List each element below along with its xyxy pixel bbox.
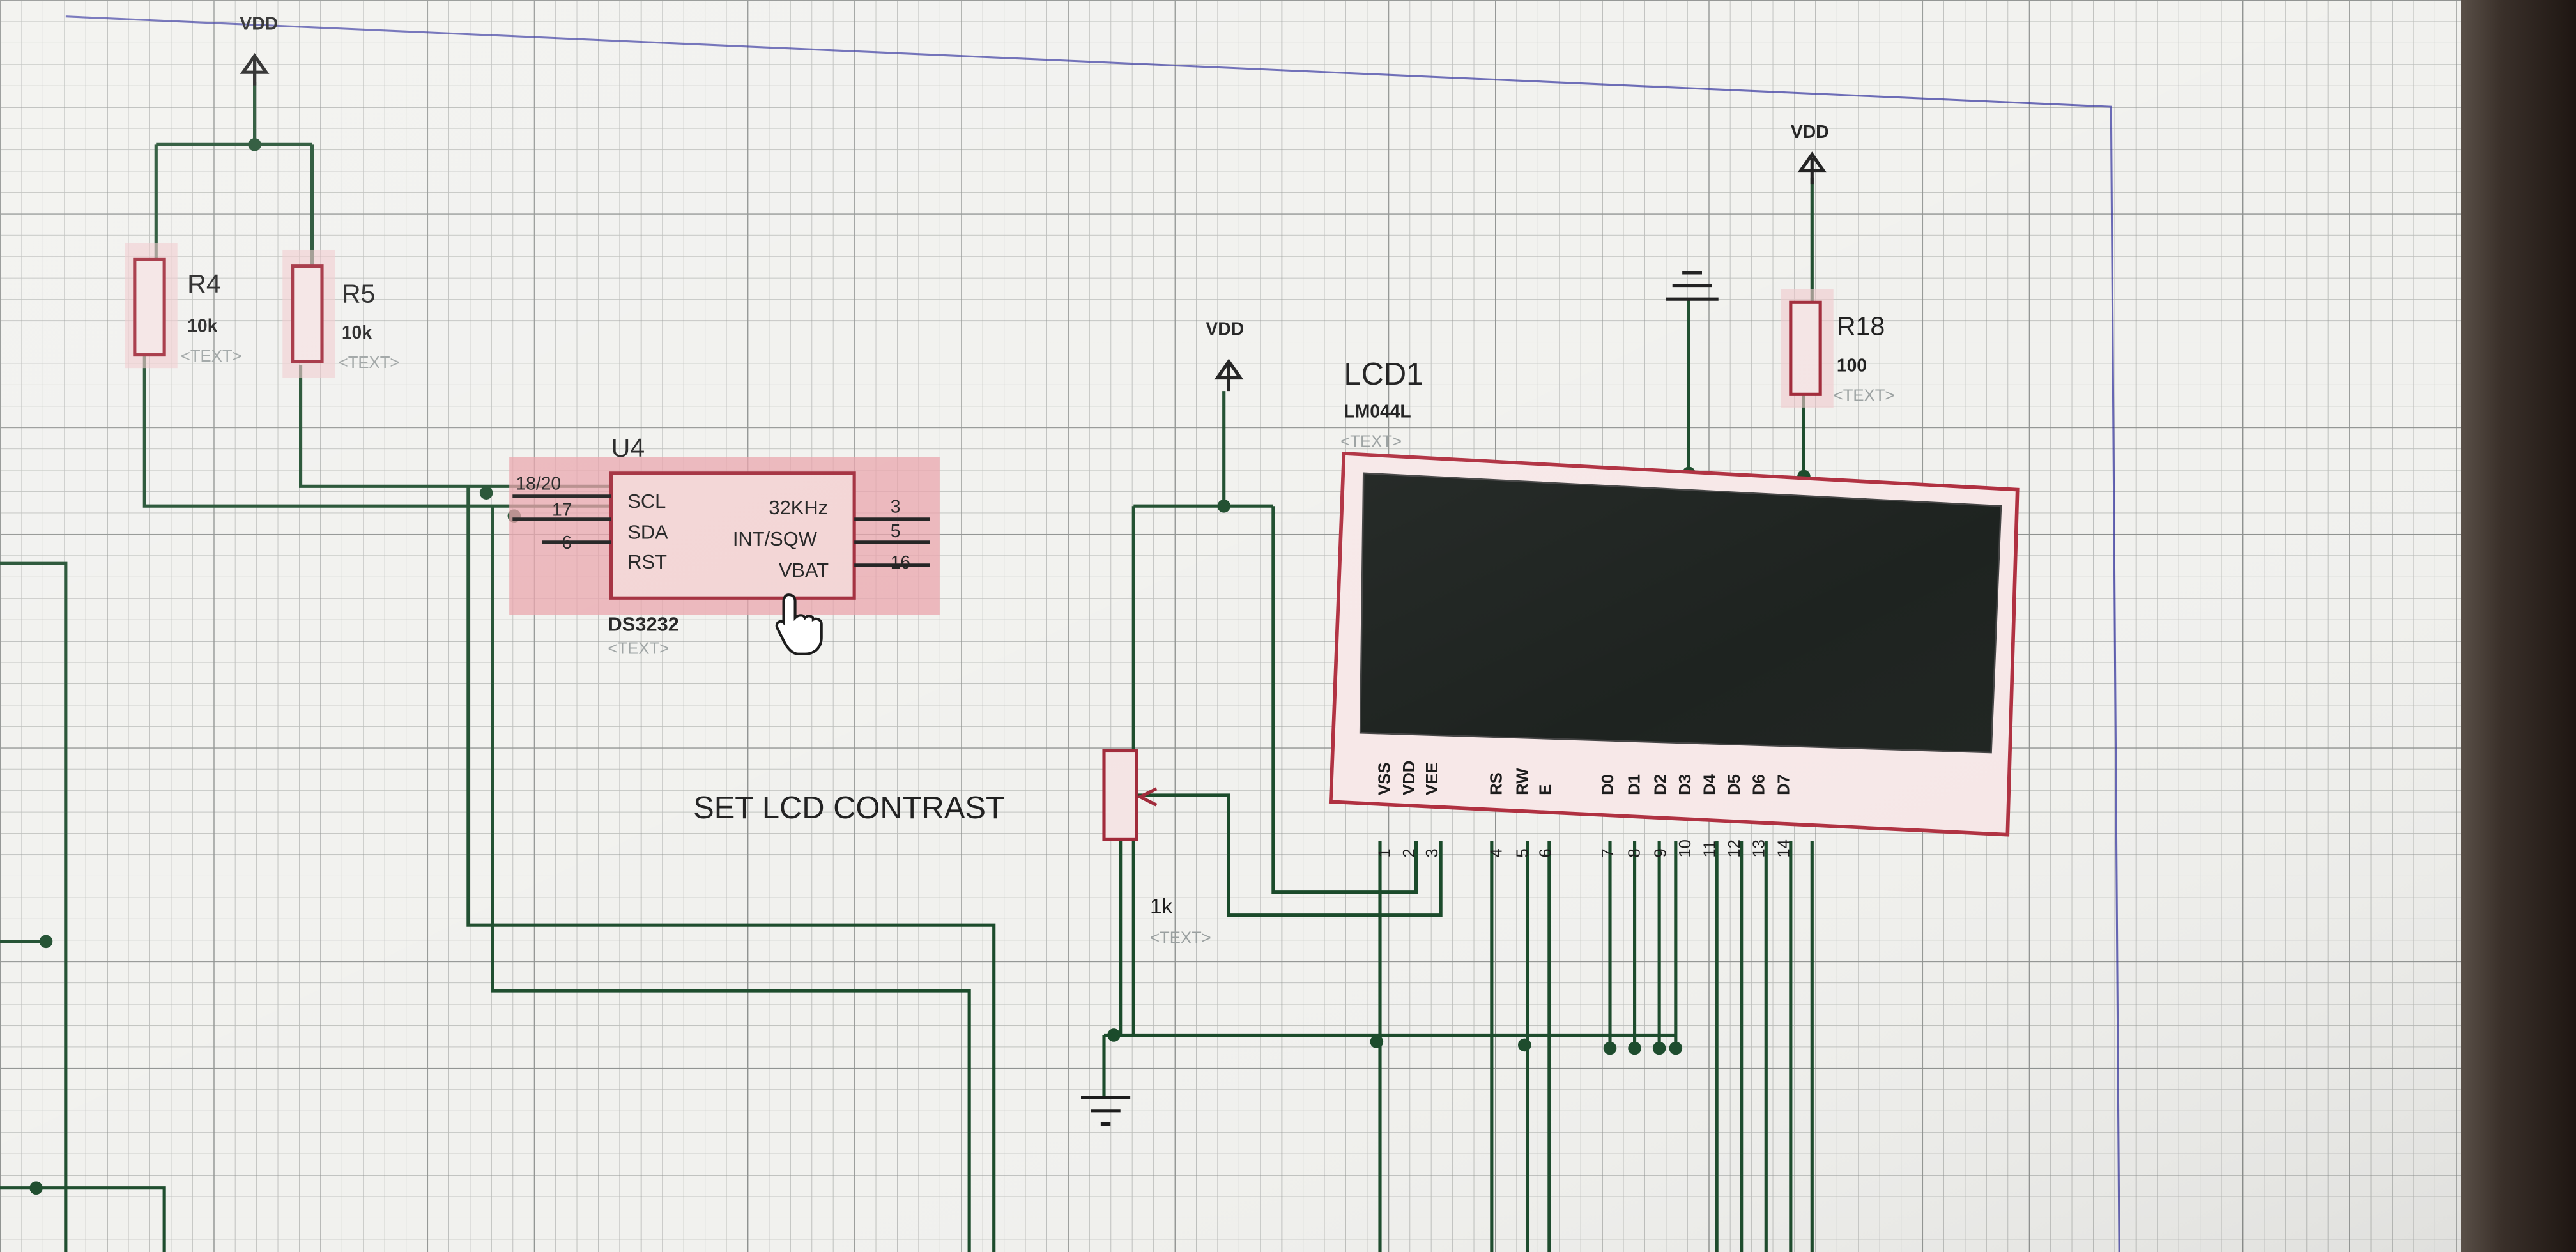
r5-ref: R5: [342, 279, 376, 308]
lcd-pin-name: D2: [1652, 774, 1669, 795]
vdd-label: VDD: [1791, 121, 1829, 142]
lcd-pin-name: D0: [1599, 774, 1617, 795]
u4-pin-name: VBAT: [779, 559, 829, 581]
vdd-label: VDD: [240, 13, 278, 33]
lcd-pin-number: 9: [1652, 848, 1669, 857]
lcd-ref: LCD1: [1344, 357, 1423, 392]
u4-pin-num: 5: [891, 521, 901, 541]
r18-value: 100: [1837, 355, 1867, 375]
lcd-text: <TEXT>: [1340, 433, 1402, 451]
lcd-pin-number: 6: [1537, 848, 1554, 857]
lcd-pin-number: 11: [1701, 841, 1719, 858]
r5-value: 10k: [342, 322, 372, 342]
lcd-pin-number: 13: [1751, 839, 1768, 858]
r4-text: <TEXT>: [181, 347, 242, 365]
monitor-bezel: [2461, 0, 2576, 1252]
lcd-pin-name: D6: [1751, 774, 1768, 795]
lcd-pin-number: 12: [1726, 839, 1744, 858]
r18-text: <TEXT>: [1834, 387, 1895, 405]
u4-pin-num: 17: [552, 500, 572, 520]
u4-pin-num: 3: [891, 496, 901, 517]
u4-pin-name: RST: [627, 551, 667, 573]
u4-pin-name: 32KHz: [769, 496, 828, 519]
set-lcd-contrast-label: SET LCD CONTRAST: [693, 791, 1005, 825]
lcd-pin-number: 4: [1487, 848, 1505, 857]
u4-part: DS3232: [608, 613, 679, 636]
lcd-pin-number: 7: [1599, 848, 1617, 857]
r5-text: <TEXT>: [339, 354, 400, 372]
u4-pin-name: SDA: [627, 521, 668, 544]
lcd-pin-number: 10: [1676, 839, 1694, 858]
lcd-pin-name: VSS: [1376, 762, 1393, 795]
lcd-pin-name: RS: [1487, 772, 1505, 795]
lcd-pin-number: 2: [1400, 848, 1418, 857]
u4-text: <TEXT>: [608, 640, 669, 658]
u4-pin-num: 18/20: [516, 473, 561, 494]
u4-pin-num: 16: [891, 552, 910, 572]
lcd-pin-number: 14: [1775, 839, 1793, 858]
vdd-label: VDD: [1206, 319, 1244, 339]
lcd-pin-number: 8: [1625, 848, 1643, 857]
lcd-pin-number: 3: [1423, 848, 1441, 857]
u4-ref: U4: [611, 433, 645, 462]
r4-value: 10k: [187, 316, 217, 336]
u4-pin-num: 6: [562, 532, 572, 553]
lcd-pin-number: 1: [1376, 848, 1393, 857]
lcd-pin-name: D4: [1701, 774, 1719, 795]
lcd-pin-name: E: [1537, 784, 1554, 795]
lcd-pin-name: RW: [1514, 768, 1531, 795]
u4-pin-name: SCL: [627, 490, 666, 512]
lcd-pin-name: VDD: [1400, 761, 1418, 795]
pot-text: <TEXT>: [1150, 929, 1211, 947]
lcd-pin-name: D5: [1726, 774, 1744, 795]
u4-pin-name: INT/SQW: [733, 528, 818, 550]
lcd-pin-number: 5: [1514, 848, 1531, 857]
lcd-pin-name: VEE: [1423, 762, 1441, 795]
lcd-screen: [1359, 472, 2002, 754]
r4-ref: R4: [187, 269, 221, 298]
lcd-part: LM044L: [1344, 401, 1411, 421]
lcd-pin-name: D1: [1625, 774, 1643, 795]
lcd-pin-name: D3: [1676, 774, 1694, 795]
r18-ref: R18: [1837, 312, 1885, 341]
pot-value: 1k: [1150, 895, 1173, 919]
lcd-pin-name: D7: [1775, 774, 1793, 795]
